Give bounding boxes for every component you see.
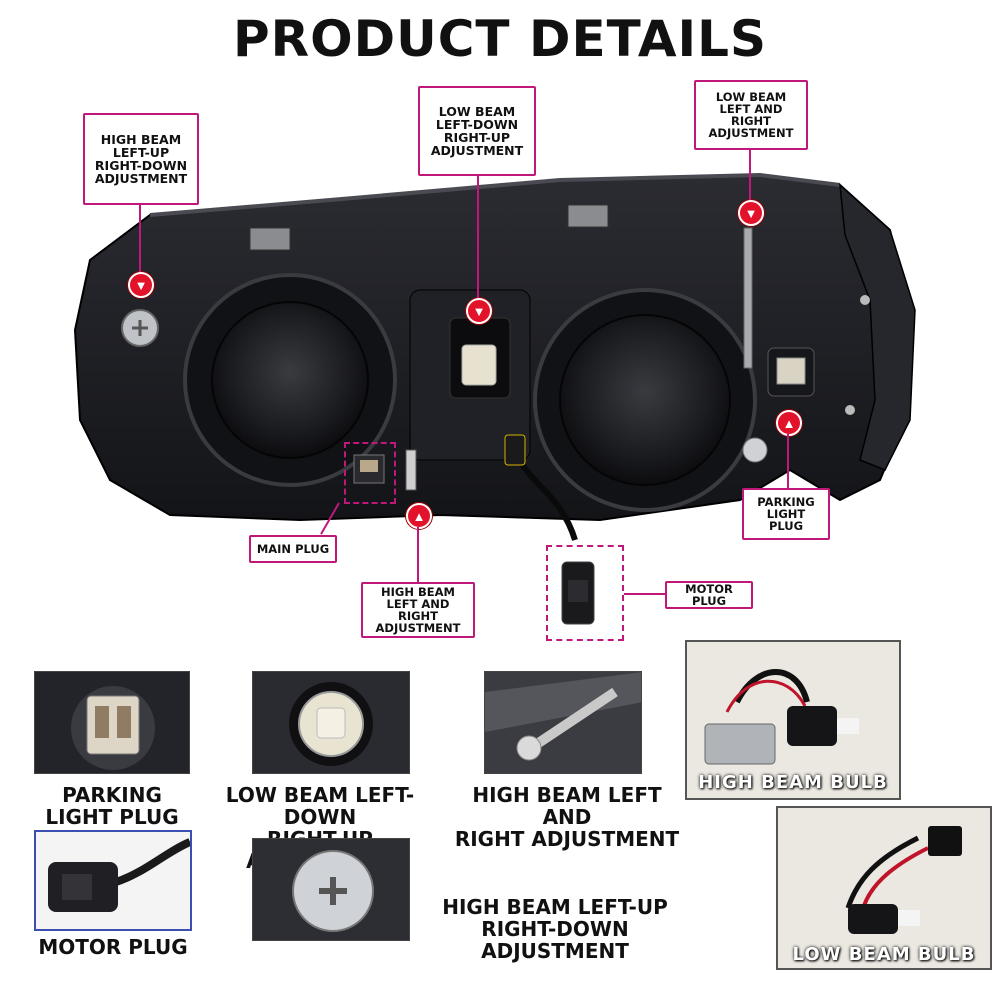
main-plug-highlight xyxy=(344,442,396,504)
left-lens xyxy=(211,301,369,459)
motor-plug-tab xyxy=(568,580,588,602)
caption-motor-plug: MOTOR PLUG xyxy=(38,935,188,959)
thumb-motor-plug xyxy=(34,830,192,931)
thumb-low-beam-adjust xyxy=(252,671,410,774)
top-clip-right xyxy=(567,204,609,228)
housing-top-edge xyxy=(149,172,841,217)
thumb-high-beam-lr xyxy=(484,671,642,774)
high-beam-lr-adjuster xyxy=(405,449,417,491)
low-beam-lr-rod xyxy=(743,227,753,369)
motor-plug-highlight xyxy=(546,545,624,641)
label-high-beam-bulb: HIGH BEAM BULB xyxy=(698,772,888,793)
thumb-high-beam-lu xyxy=(252,838,410,941)
side-screw-3 xyxy=(742,437,768,463)
arrow-up-icon: ▲ xyxy=(776,410,802,436)
low-beam-adjuster xyxy=(461,344,497,386)
wire-connector xyxy=(504,434,526,466)
page-title: PRODUCT DETAILS xyxy=(232,10,768,68)
callout-high-beam-left-up: HIGH BEAM LEFT-UP RIGHT-DOWN ADJUSTMENT xyxy=(83,113,199,205)
main-plug xyxy=(353,454,385,484)
right-lens xyxy=(559,314,731,486)
housing-side-frame xyxy=(839,183,916,471)
callout-line xyxy=(477,176,479,298)
callout-motor-plug: MOTOR PLUG xyxy=(665,581,753,609)
callout-main-plug: MAIN PLUG xyxy=(249,535,337,563)
thumb-parking-light-plug xyxy=(34,671,190,774)
parking-plug xyxy=(776,357,806,385)
callout-line xyxy=(417,527,419,583)
callout-parking-light-plug: PARKING LIGHT PLUG xyxy=(742,488,830,540)
arrow-down-icon: ▼ xyxy=(466,298,492,324)
arrow-up-icon: ▲ xyxy=(406,503,432,529)
callout-line xyxy=(749,150,751,200)
arrow-down-icon: ▼ xyxy=(128,272,154,298)
callout-line xyxy=(787,434,789,488)
side-screw-1 xyxy=(860,295,870,305)
top-clip-left xyxy=(249,227,291,251)
side-screw-2 xyxy=(845,405,855,415)
callout-low-beam-left-right: LOW BEAM LEFT AND RIGHT ADJUSTMENT xyxy=(694,80,808,150)
caption-parking-light-plug: PARKING LIGHT PLUG xyxy=(45,783,179,829)
main-plug-face xyxy=(360,460,378,472)
callout-line xyxy=(624,593,666,595)
photo-high-beam-bulb: HIGH BEAM BULB xyxy=(685,640,901,800)
callout-low-beam-left-down: LOW BEAM LEFT-DOWN RIGHT-UP ADJUSTMENT xyxy=(418,86,536,176)
headlamp-illustration xyxy=(73,172,916,625)
screw-cross xyxy=(132,320,148,336)
callout-line xyxy=(139,204,141,272)
callout-high-beam-left-right: HIGH BEAM LEFT AND RIGHT ADJUSTMENT xyxy=(361,582,475,638)
photo-low-beam-bulb: LOW BEAM BULB xyxy=(776,806,992,970)
arrow-down-icon: ▼ xyxy=(738,200,764,226)
label-low-beam-bulb: LOW BEAM BULB xyxy=(792,944,976,965)
caption-high-beam-lr: HIGH BEAM LEFT AND RIGHT ADJUSTMENT xyxy=(454,783,680,851)
caption-high-beam-lu: HIGH BEAM LEFT-UP RIGHT-DOWN ADJUSTMENT xyxy=(442,895,668,963)
